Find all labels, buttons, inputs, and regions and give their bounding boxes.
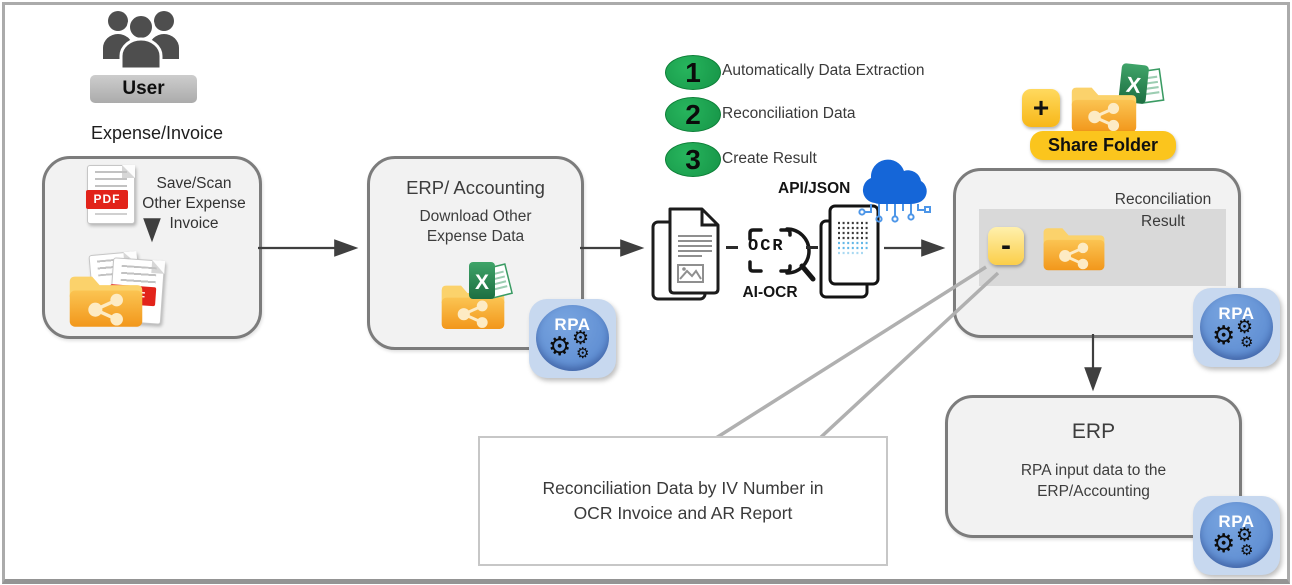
plus-badge: + bbox=[1022, 89, 1060, 127]
erp-accounting-subtitle: Download Other Expense Data bbox=[370, 207, 581, 247]
rpa-label: RPA bbox=[1218, 304, 1255, 323]
step-1-label: Automatically Data Extraction bbox=[722, 62, 925, 79]
step-1-badge: 1 bbox=[665, 55, 721, 90]
erp-sub-line2: ERP/Accounting bbox=[1037, 483, 1150, 500]
step-2-badge: 2 bbox=[665, 97, 721, 132]
share-folder-label: Share Folder bbox=[1030, 131, 1176, 160]
share-folder-icon bbox=[1071, 87, 1137, 133]
erp-sub-line1: RPA input data to the bbox=[1020, 462, 1167, 479]
gear-icon: ⚙ bbox=[1236, 525, 1254, 546]
step-3-label: Create Result bbox=[722, 150, 817, 167]
scanned-documents-icon bbox=[651, 207, 720, 301]
box-save-scan: PDF Save/Scan Other Expense Invoice PDF bbox=[42, 156, 262, 339]
page-lines bbox=[94, 206, 128, 220]
minus-badge: - bbox=[988, 227, 1024, 265]
excel-x-letter: X bbox=[475, 271, 489, 294]
excel-x-letter: X bbox=[1125, 72, 1143, 98]
step-2-label: Reconciliation Data bbox=[722, 105, 856, 122]
result-line1: Reconciliation bbox=[1114, 191, 1212, 208]
rpa-label: RPA bbox=[1218, 512, 1255, 531]
page-lines bbox=[94, 171, 128, 188]
callout-box: Reconciliation Data by IV Number in OCR … bbox=[478, 436, 888, 566]
step-1-number: 1 bbox=[685, 56, 701, 88]
callout-line2: OCR Invoice and AR Report bbox=[573, 503, 793, 523]
save-scan-line2: Other Expense bbox=[142, 195, 246, 212]
gear-icon: ⚙ bbox=[1212, 528, 1236, 558]
step-3-badge: 3 bbox=[665, 142, 721, 177]
pdf-file-icon: PDF bbox=[86, 165, 135, 224]
rpa-disc: RPA ⚙ ⚙ ⚙ bbox=[1200, 502, 1273, 568]
rpa-disc: RPA ⚙ ⚙ ⚙ bbox=[536, 305, 609, 371]
excel-file-icon: X bbox=[469, 262, 513, 299]
subtitle-line2: Expense Data bbox=[426, 228, 525, 245]
pdf-badge: PDF bbox=[86, 189, 128, 209]
connector-dash bbox=[726, 246, 738, 249]
save-scan-text: Save/Scan Other Expense Invoice bbox=[133, 174, 255, 234]
subtitle-line1: Download Other bbox=[419, 208, 532, 225]
step-3-number: 3 bbox=[685, 143, 701, 175]
step-2-number: 2 bbox=[685, 98, 701, 130]
rpa-disc: RPA ⚙ ⚙ ⚙ bbox=[1200, 294, 1273, 360]
reconciliation-result-label: Reconciliation Result bbox=[1100, 189, 1226, 233]
erp-accounting-title: ERP/ Accounting bbox=[406, 177, 545, 198]
gear-icon: ⚙ bbox=[1240, 542, 1254, 559]
erp-subtitle: RPA input data to the ERP/Accounting bbox=[948, 460, 1239, 502]
save-scan-line1: Save/Scan bbox=[156, 175, 232, 192]
erp-title: ERP bbox=[1071, 420, 1116, 443]
user-label: User bbox=[90, 75, 197, 103]
gear-icon: ⚙ bbox=[1240, 334, 1254, 351]
gear-icon: ⚙ bbox=[1236, 317, 1254, 338]
api-cloud-icon bbox=[858, 159, 931, 223]
share-folder-icon bbox=[69, 276, 143, 327]
expense-invoice-caption: Expense/Invoice bbox=[90, 123, 224, 143]
gear-icon: ⚙ bbox=[1212, 320, 1236, 350]
share-folder-icon bbox=[1043, 228, 1105, 271]
api-json-label: API/JSON bbox=[778, 180, 851, 197]
gear-icon: ⚙ bbox=[576, 345, 590, 362]
result-line2: Result bbox=[1141, 213, 1185, 230]
connector-dash bbox=[806, 246, 818, 249]
excel-file-icon: X bbox=[1118, 63, 1165, 104]
user-group-icon bbox=[103, 11, 179, 69]
rpa-badge: RPA ⚙ ⚙ ⚙ bbox=[1193, 496, 1280, 575]
callout-line1: Reconciliation Data by IV Number in bbox=[542, 478, 824, 498]
gear-icon: ⚙ bbox=[548, 331, 572, 361]
rpa-badge: RPA ⚙ ⚙ ⚙ bbox=[1193, 288, 1280, 367]
save-scan-line3: Invoice bbox=[169, 215, 219, 232]
rpa-label: RPA bbox=[554, 315, 591, 334]
ocr-text: OCR bbox=[748, 237, 785, 256]
ai-ocr-label: AI-OCR bbox=[742, 284, 798, 301]
gear-icon: ⚙ bbox=[572, 328, 590, 349]
rpa-badge: RPA ⚙ ⚙ ⚙ bbox=[529, 299, 616, 378]
